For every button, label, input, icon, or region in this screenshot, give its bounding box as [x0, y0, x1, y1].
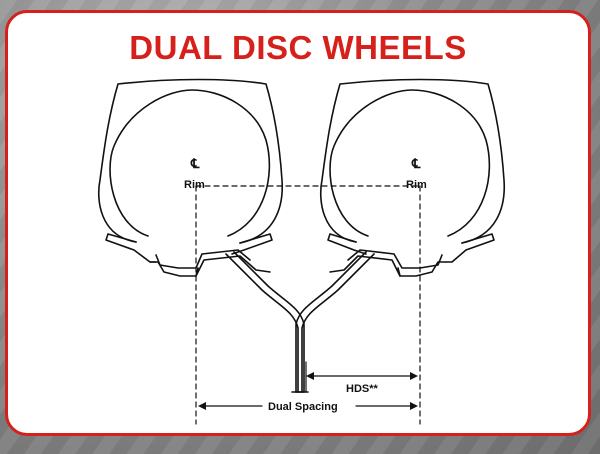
hds-label: HDS** [346, 383, 379, 395]
diagram-card: DUAL DISC WHEELS [5, 10, 591, 436]
dimension-lines [203, 361, 413, 407]
centerlines [195, 185, 421, 425]
centerline-symbol-left: ℄ [190, 156, 200, 171]
dual-spacing-label: Dual Spacing [268, 401, 338, 413]
rim-label-left: Rim [184, 179, 205, 191]
centerline-symbol-right: ℄ [411, 156, 421, 171]
dimension-arrows [198, 372, 418, 410]
dual-disc-wheels-diagram: ℄ Rim ℄ Rim HDS** Dual Spacing [97, 78, 506, 425]
disc-plates [225, 251, 375, 393]
rim-label-right: Rim [406, 179, 427, 191]
page-title: DUAL DISC WHEELS [129, 29, 467, 66]
right-rim [329, 249, 447, 277]
left-rim [149, 249, 271, 277]
